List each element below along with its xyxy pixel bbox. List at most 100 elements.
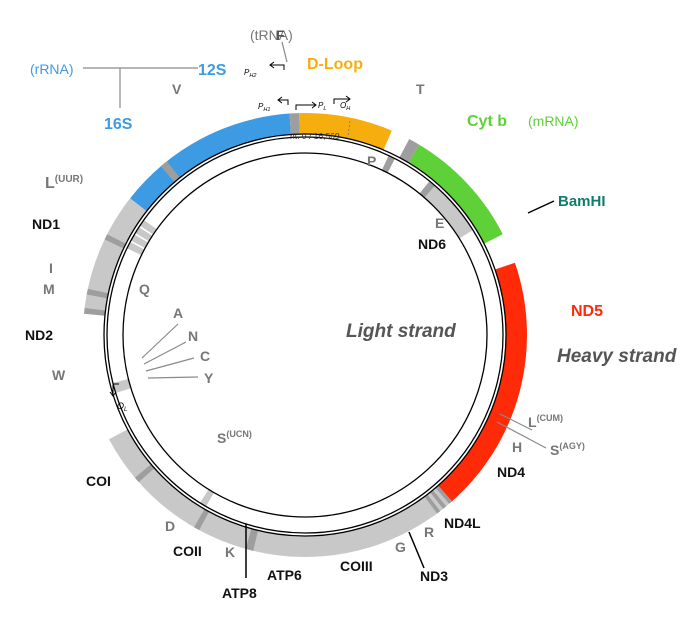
trna-S-agy-label: S(AGY)	[550, 441, 585, 458]
trna-C-label: C	[200, 348, 210, 364]
gene-ATP8-label: ATP8	[222, 585, 257, 601]
mark-trna-S-agy	[430, 490, 447, 509]
trna-F-label: F	[276, 27, 285, 43]
gene-COI-label: COI	[86, 473, 111, 489]
pl-label: PL	[318, 101, 326, 112]
leader-lines	[83, 41, 547, 449]
cytb-label: Cyt b	[467, 113, 507, 130]
pl-arrowhead	[311, 101, 317, 109]
segment-dloop	[299, 113, 392, 150]
trna-N-leader	[143, 341, 187, 365]
origin-tick	[347, 120, 351, 138]
light-strand-label: Light strand	[346, 321, 456, 342]
bamhi-leader	[527, 200, 555, 214]
segment-nd6	[421, 183, 473, 239]
rrna-category-label: (rRNA)	[30, 61, 74, 77]
bamhi-label: BamHI	[558, 193, 606, 210]
gene-ND4L-label: ND4L	[444, 515, 481, 531]
trna-V-label: V	[172, 81, 182, 97]
mark-trna-L-cum	[435, 485, 453, 504]
trna-L-uur-label: L(UUR)	[45, 174, 83, 192]
segment-trna-Q	[112, 379, 131, 393]
ph1-label: PH1	[258, 102, 270, 113]
oh-label: OH	[340, 101, 350, 112]
gene-ND1-label: ND1	[32, 216, 60, 232]
trna-S-ucn-label: S(UCN)	[217, 429, 252, 446]
mrna-category-label: (mRNA)	[528, 113, 579, 129]
rrna-16s-label: 16S	[104, 116, 133, 133]
segment-trna-P	[381, 155, 395, 173]
mark-trna-H	[424, 494, 441, 514]
trna-S-agy-leader	[496, 421, 547, 449]
promoter-arrows	[109, 61, 351, 397]
trna-R-label: R	[424, 524, 434, 540]
trna-leader	[281, 41, 288, 63]
segment-gene-block	[108, 429, 433, 557]
trna-D-label: D	[165, 518, 175, 534]
origin-label: nt. 0 / 16,569	[290, 131, 340, 141]
rrna-12s-label: 12S	[198, 62, 227, 79]
inner-ring-outer-border	[106, 136, 504, 534]
trna-A-label: A	[173, 305, 183, 321]
gene-ND3-label: ND3	[420, 568, 448, 584]
nd3-leader	[408, 531, 425, 569]
ph1-arrow	[278, 99, 289, 105]
trna-P-label: P	[367, 153, 376, 169]
segment-trna-C	[135, 227, 153, 242]
pl-arrow	[295, 104, 316, 110]
outer-ring-inner-border	[103, 133, 507, 537]
segment-trna-E	[419, 181, 435, 198]
segment-trna-T	[399, 138, 420, 163]
trna-M-label: M	[43, 281, 55, 297]
mark-trna-D	[134, 464, 155, 483]
gene-COIII-label: COIII	[340, 558, 373, 574]
mark-trna-M	[86, 288, 109, 299]
trna-Q-label: Q	[139, 281, 150, 297]
trna-I-label: I	[49, 260, 53, 276]
trna-category-label: (tRNA)	[250, 27, 293, 43]
segment-trna-Y	[139, 220, 157, 235]
trna-N-label: N	[188, 328, 198, 344]
mark-trna-K	[194, 509, 210, 531]
trna-Y-leader	[147, 376, 199, 379]
ol-arrowhead	[109, 391, 117, 397]
segment-cytb	[408, 144, 503, 244]
dloop-label: D-Loop	[307, 56, 363, 73]
segment-trna-S-ucn	[200, 489, 214, 507]
mark-trna-G	[245, 528, 259, 551]
trna-W-label: W	[52, 367, 66, 383]
ol-arrow	[112, 383, 119, 396]
light-strand-ring	[112, 155, 473, 507]
segment-trna-A	[127, 242, 145, 256]
gene-ND4-label: ND4	[497, 464, 525, 480]
mark-trna-I	[84, 307, 106, 316]
ph1-arrowhead	[277, 96, 283, 104]
trna-E-label: E	[435, 215, 444, 231]
segment-nd1-block	[84, 198, 147, 314]
trna-L-cum-leader	[499, 413, 533, 431]
black-leaders	[245, 200, 555, 578]
gene-ND5-label: ND5	[571, 303, 603, 320]
trna-H-label: H	[512, 439, 522, 455]
ol-label: OL	[117, 401, 127, 413]
inner-ring-inner-border	[122, 152, 488, 518]
segment-trna-F	[289, 113, 300, 135]
mark-trna-V	[160, 161, 180, 183]
trna-A-leader	[141, 323, 179, 359]
mark-trna-W	[104, 234, 126, 249]
ph2-arrow	[270, 64, 285, 70]
trna-G-label: G	[395, 539, 406, 555]
ph2-label: PH2	[244, 68, 256, 79]
segment-trna-N	[130, 234, 149, 249]
segment-16s-12s	[130, 113, 291, 212]
ph2-arrowhead	[269, 61, 275, 69]
oh-arrowhead	[345, 95, 351, 103]
trna-K-label: K	[225, 544, 235, 560]
trna-T-label: T	[416, 81, 425, 97]
oh-arrow	[333, 98, 350, 104]
gene-COII-label: COII	[173, 543, 202, 559]
gene-ATP6-label: ATP6	[267, 567, 302, 583]
gene-ND6-label: ND6	[418, 236, 446, 252]
gene-ND2-label: ND2	[25, 327, 53, 343]
